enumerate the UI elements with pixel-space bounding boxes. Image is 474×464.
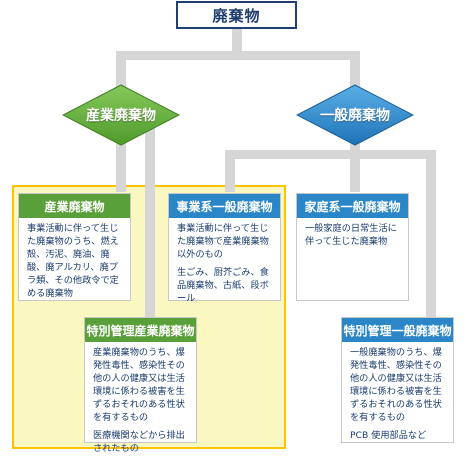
special-general-waste-card-title: 特別管理一般廃棄物 [342,318,453,342]
connector-root-down [232,28,242,58]
connector-industrial-to-card [116,140,126,192]
special-general-waste-card: 特別管理一般廃棄物 一般廃棄物のうち、爆発性毒性、感染性その他の人の健康又は生活… [341,317,454,443]
household-general-waste-card: 家庭系一般廃棄物 一般家庭の日常生活に伴って生じた廃棄物 [296,193,409,301]
connector-left-down [116,51,126,91]
special-industrial-waste-card-note: 医療機関などから排出されたもの [93,430,185,454]
industrial-waste-card: 産業廃棄物 事業活動に伴って生じた廃棄物のうち、燃え殻、汚泥、廃油、廃酸、廃アル… [18,193,131,301]
business-general-waste-card: 事業系一般廃棄物 事業活動に伴って生じた廃棄物で産業廃棄物以外のもの 生ごみ、厨… [168,193,281,304]
connector-general-left-down [225,150,235,192]
business-general-waste-card-text: 事業活動に伴って生じた廃棄物で産業廃棄物以外のもの [177,223,269,260]
connector-general-horizontal [225,150,436,159]
connector-general-right-down [426,150,436,318]
business-general-waste-card-note: 生ごみ、厨芥ごみ、食品廃棄物、古紙、段ボール [177,267,269,304]
special-industrial-waste-card-title: 特別管理産業廃棄物 [85,318,196,342]
industrial-waste-label: 産業廃棄物 [86,108,156,124]
root-waste-box: 廃棄物 [176,1,297,29]
general-waste-diamond: 一般廃棄物 [296,84,414,146]
industrial-waste-diamond: 産業廃棄物 [62,84,180,146]
special-industrial-waste-card-text: 産業廃棄物のうち、爆発性毒性、感染性その他の人の健康又は生活環境に係わる被害を生… [93,347,185,423]
connector-general-center-down [350,150,360,192]
connector-right-down [350,51,360,91]
connector-top-horizontal [116,51,360,60]
general-waste-label: 一般廃棄物 [320,108,390,124]
industrial-waste-card-text: 事業活動に伴って生じた廃棄物のうち、燃え殻、汚泥、廃油、廃酸、廃アルカリ、廃プラ… [27,223,119,299]
household-general-waste-card-text: 一般家庭の日常生活に伴って生じた廃棄物 [305,223,397,247]
special-industrial-waste-card: 特別管理産業廃棄物 産業廃棄物のうち、爆発性毒性、感染性その他の人の健康又は生活… [84,317,197,454]
special-general-waste-card-note: PCB 使用部品など [350,430,427,441]
connector-general-down [350,140,360,158]
connector-industrial-to-special [145,125,155,319]
business-general-waste-card-title: 事業系一般廃棄物 [169,194,280,218]
root-label: 廃棄物 [212,6,261,25]
special-general-waste-card-text: 一般廃棄物のうち、爆発性毒性、感染性その他の人の健康又は生活環境に係わる被害を生… [350,347,442,423]
industrial-waste-card-title: 産業廃棄物 [19,194,130,218]
household-general-waste-card-title: 家庭系一般廃棄物 [297,194,408,218]
